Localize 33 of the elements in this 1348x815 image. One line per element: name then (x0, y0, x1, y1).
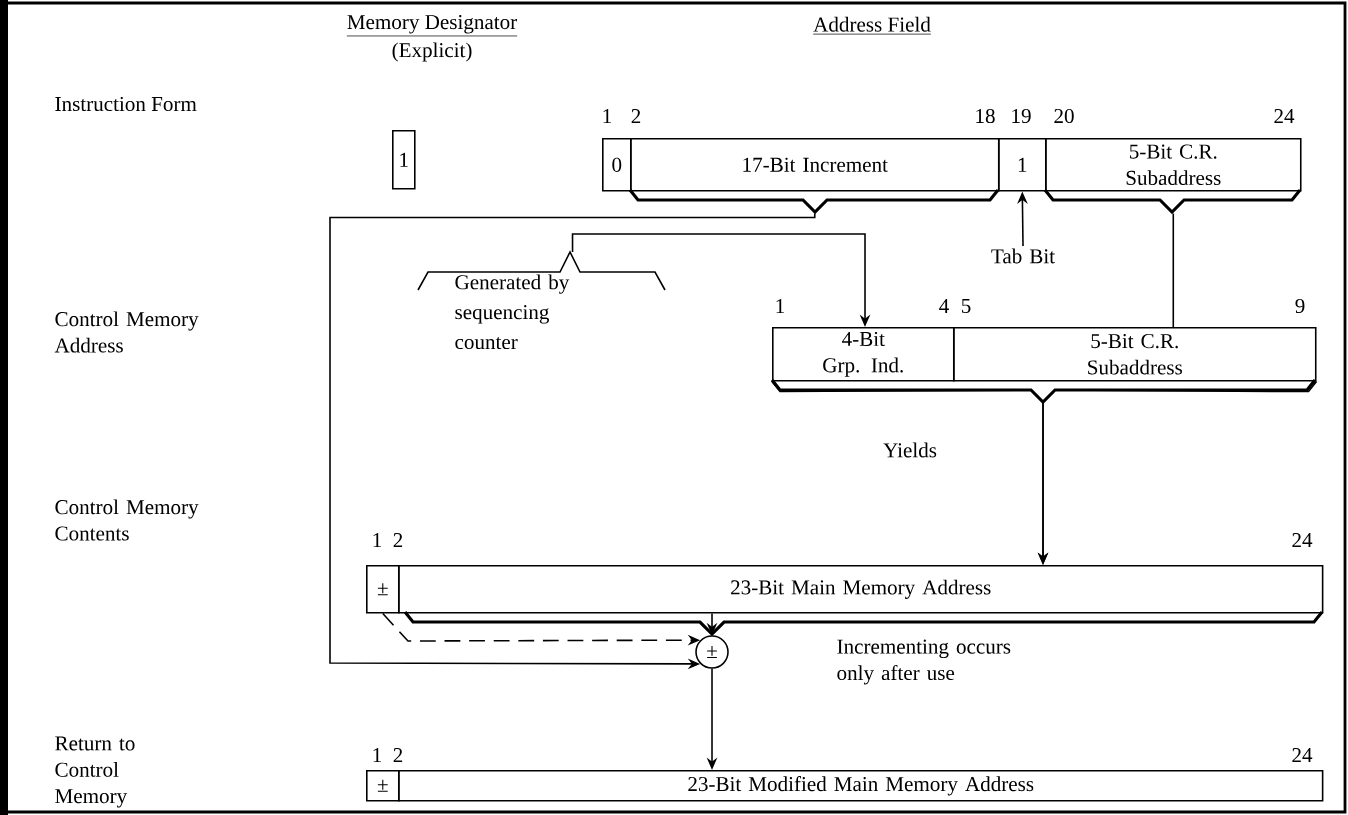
bit-number: 1 (373, 748, 381, 762)
register-field: 23-Bit Main Memory Address (398, 565, 1324, 614)
row-label: Instruction Form (55, 96, 197, 112)
bit-number: 2 (393, 748, 403, 762)
note-text: Incrementing occurs only after use (837, 639, 1011, 685)
bit-number: 20 (1054, 108, 1074, 124)
column-heading: Memory Designator (346, 15, 518, 37)
bit-number: 1 (373, 533, 381, 547)
register-field: ± (366, 565, 400, 614)
register-field: ± (366, 770, 400, 802)
note-text: Generated by sequencing counter (455, 274, 570, 350)
register-field: 1 (998, 138, 1047, 192)
register-field: 4-Bit Grp. Ind. (772, 327, 955, 382)
bit-number: 2 (631, 109, 641, 123)
row-label: Control Memory Address (54, 311, 199, 353)
annotation-text: Yields (883, 442, 937, 458)
bit-number: 18 (976, 108, 995, 124)
row-label: Control Memory Contents (55, 499, 199, 541)
bit-number: 5 (961, 299, 971, 313)
bit-number: 1 (603, 109, 612, 123)
column-heading: (Explicit) (392, 42, 472, 62)
annotation-text: Tab Bit (991, 248, 1055, 264)
register-field: 17-Bit Increment (630, 138, 1000, 192)
register-field: 0 (602, 138, 632, 192)
register-field: 1 (392, 130, 416, 190)
row-label: Return to Control Memory (55, 736, 135, 808)
column-heading: Address Field (812, 16, 932, 35)
bit-number: 4 (939, 299, 949, 313)
register-field: 5-Bit C.R. Subaddress (953, 327, 1317, 382)
bit-number: 19 (1012, 108, 1031, 124)
bit-number: 2 (393, 533, 403, 547)
register-field: 23-Bit Modified Main Memory Address (398, 770, 1324, 802)
register-field: 5-Bit C.R. Subaddress (1045, 138, 1302, 192)
